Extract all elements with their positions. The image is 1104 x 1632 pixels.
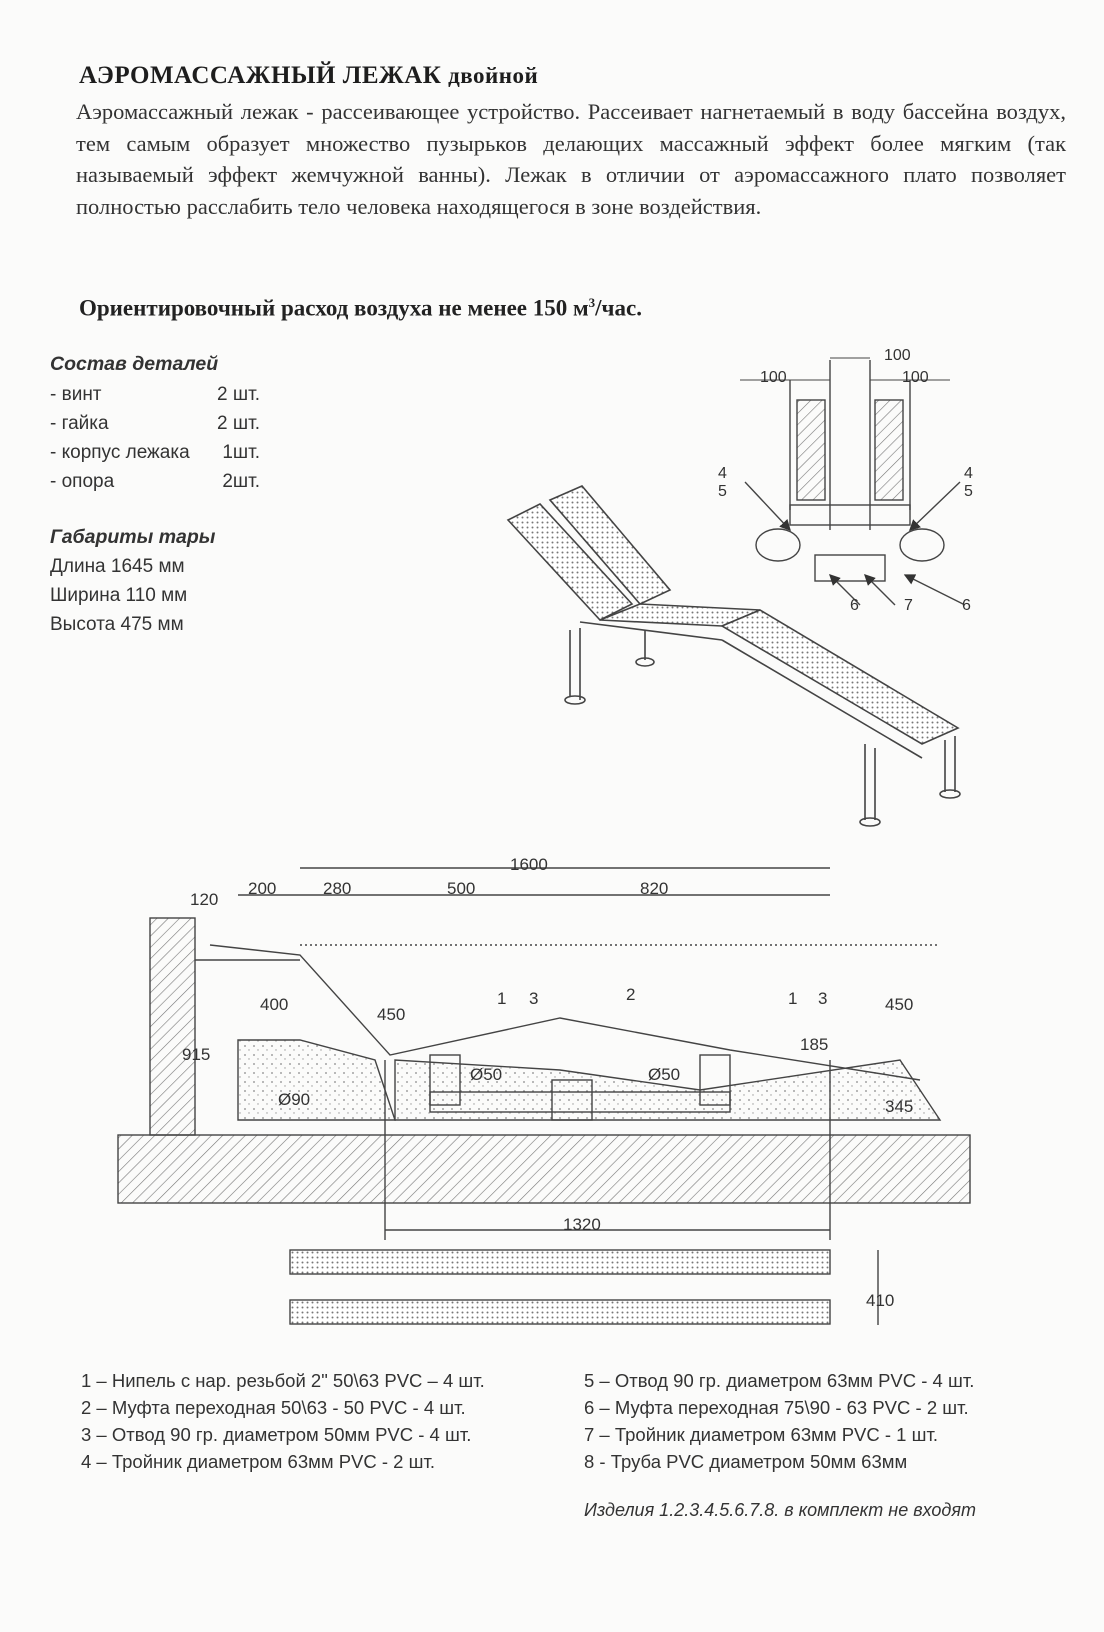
packaging-row: Ширина 110 мм xyxy=(50,585,188,606)
legend-item: 6 – Муфта переходная 75\90 - 63 PVC - 2 … xyxy=(584,1397,969,1418)
dim-label: 500 xyxy=(447,879,475,898)
legend-item: 1 – Нипель с нар. резьбой 2" 50\63 PVC –… xyxy=(81,1370,485,1391)
dim-label: 185 xyxy=(800,1035,828,1054)
dim-label: 400 xyxy=(260,995,288,1014)
section-labels: 1600 200 280 500 820 120 400 450 915 450… xyxy=(182,855,913,1310)
packaging-row: Высота 475 мм xyxy=(50,614,184,635)
legend-left: 1 – Нипель с нар. резьбой 2" 50\63 PVC –… xyxy=(81,1367,485,1475)
parts-row: - гайка 2 шт. xyxy=(50,409,260,438)
dim-label: 200 xyxy=(248,879,276,898)
part-qty: 2 шт. xyxy=(217,413,260,434)
callout-label: 4 xyxy=(964,465,973,482)
airflow-text: Ориентировочный расход воздуха не менее … xyxy=(79,295,589,321)
callout-label: 3 xyxy=(529,989,538,1008)
dim-label: 345 xyxy=(885,1097,913,1116)
airflow-suffix: /час. xyxy=(595,295,642,321)
part-qty: 1шт. xyxy=(222,442,260,463)
parts-row: - винт 2 шт. xyxy=(50,380,260,409)
page-title: АЭРОМАССАЖНЫЙ ЛЕЖАК двойной xyxy=(79,62,538,90)
legend-item: 5 – Отвод 90 гр. диаметром 63мм PVC - 4 … xyxy=(584,1370,975,1391)
callout-label: 3 xyxy=(818,989,827,1008)
legend-item: 3 – Отвод 90 гр. диаметром 50мм PVC - 4 … xyxy=(81,1424,472,1445)
section-drawing xyxy=(117,867,971,1325)
part-name: - гайка xyxy=(50,413,109,434)
dim-label: 100 xyxy=(760,369,787,386)
parts-row: - опора 2шт. xyxy=(50,467,260,496)
pipe-label: Ø90 xyxy=(278,1090,310,1109)
parts-heading: Состав деталей xyxy=(50,353,219,375)
dim-label: 915 xyxy=(182,1045,210,1064)
footnote: Изделия 1.2.3.4.5.6.7.8. в комплект не в… xyxy=(584,1500,976,1520)
front-view-labels: 100 100 100 4 5 4 5 6 7 6 xyxy=(718,347,973,614)
title-suffix: двойной xyxy=(448,63,539,88)
dim-label: 280 xyxy=(323,879,351,898)
callout-label: 5 xyxy=(718,483,727,500)
dim-label: 100 xyxy=(884,347,911,364)
part-name: - корпус лежака xyxy=(50,442,190,463)
airflow-sup: 3 xyxy=(588,295,596,310)
part-name: - винт xyxy=(50,384,102,405)
callout-label: 2 xyxy=(626,985,635,1004)
dim-label: 1320 xyxy=(563,1215,601,1234)
dim-label: 820 xyxy=(640,879,668,898)
dim-label: 410 xyxy=(866,1291,894,1310)
legend-item: 7 – Тройник диаметром 63мм PVC - 1 шт. xyxy=(584,1424,939,1445)
callout-label: 1 xyxy=(788,989,797,1008)
airflow-spec: Ориентировочный расход воздуха не менее … xyxy=(79,295,642,322)
callout-label: 6 xyxy=(962,597,971,614)
part-qty: 2 шт. xyxy=(217,384,260,405)
dim-label: 100 xyxy=(902,369,929,386)
dim-label: 450 xyxy=(377,1005,405,1024)
legend-item: 2 – Муфта переходная 50\63 - 50 PVC - 4 … xyxy=(81,1397,466,1418)
dim-label: 1600 xyxy=(510,855,548,874)
packaging-row: Длина 1645 мм xyxy=(50,556,185,577)
part-name: - опора xyxy=(50,471,115,492)
parts-list: - винт 2 шт. - гайка 2 шт. - корпус лежака… xyxy=(50,380,260,496)
callout-label: 6 xyxy=(850,597,859,614)
dim-label: 450 xyxy=(885,995,913,1014)
callout-label: 4 xyxy=(718,465,727,482)
legend-right: 5 – Отвод 90 гр. диаметром 63мм PVC - 4 … xyxy=(584,1367,974,1475)
front-view-drawing xyxy=(740,357,966,606)
callout-label: 7 xyxy=(904,597,913,614)
callout-label: 1 xyxy=(497,989,506,1008)
callout-label: 5 xyxy=(964,483,973,500)
legend-item: 8 - Труба PVC диаметром 50мм 63мм xyxy=(584,1451,908,1472)
legend-item: 4 – Тройник диаметром 63мм PVC - 2 шт. xyxy=(81,1451,436,1472)
packaging-heading: Габариты тары xyxy=(50,526,216,548)
title-main: АЭРОМАССАЖНЫЙ ЛЕЖАК xyxy=(79,62,442,89)
intro-paragraph: Аэромассажный лежак - рассеивающее устро… xyxy=(76,99,1066,219)
isometric-lounger-view xyxy=(506,485,961,827)
pipe-label: Ø50 xyxy=(648,1065,680,1084)
pipe-label: Ø50 xyxy=(470,1065,502,1084)
packaging-list: Длина 1645 мм Ширина 110 мм Высота 475 м… xyxy=(50,552,187,639)
parts-row: - корпус лежака 1шт. xyxy=(50,438,260,467)
dim-label: 120 xyxy=(190,890,218,909)
part-qty: 2шт. xyxy=(222,471,260,492)
